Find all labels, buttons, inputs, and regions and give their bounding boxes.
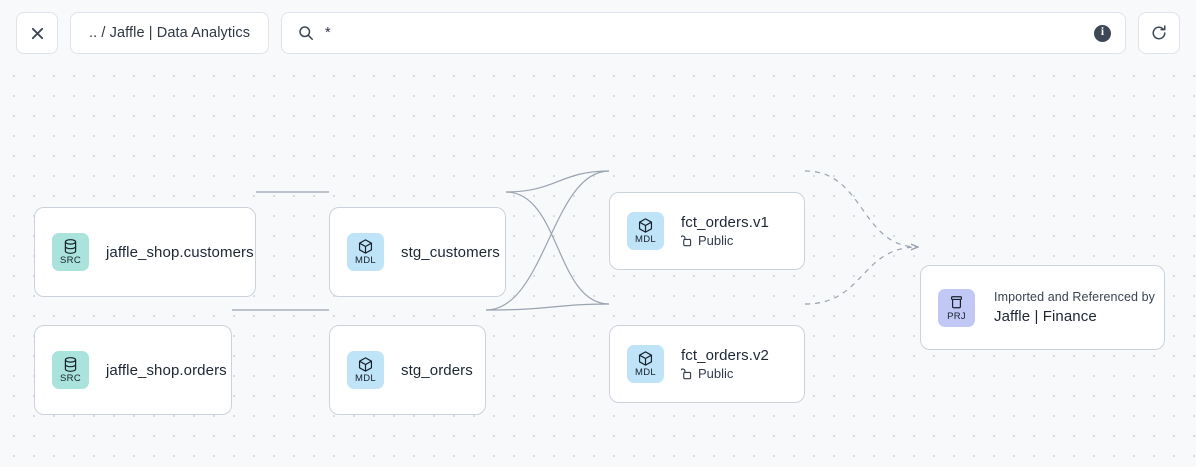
- node-title: fct_orders.v2: [681, 347, 770, 364]
- node-type-badge-mdl: MDL: [627, 212, 664, 250]
- node-title: stg_orders: [401, 361, 473, 379]
- node-type-label: SRC: [60, 373, 81, 385]
- node-body: jaffle_shop.customers: [106, 244, 254, 261]
- close-icon: [31, 27, 43, 39]
- node-body: stg_orders: [401, 362, 473, 379]
- node-visibility: Public: [681, 366, 769, 381]
- cube-icon: [358, 239, 373, 254]
- node-type-badge-mdl: MDL: [347, 233, 384, 271]
- node-title: fct_orders.v1: [681, 214, 770, 231]
- graph-node-fct-orders-v1[interactable]: MDL fct_orders.v1 Public: [609, 192, 805, 270]
- edge-stgcust-v2: [505, 191, 610, 305]
- breadcrumb: .. / Jaffle | Data Analytics: [89, 25, 251, 41]
- cube-icon: [358, 357, 373, 372]
- toolbar: .. / Jaffle | Data Analytics i: [0, 0, 1196, 66]
- node-body: fct_orders.v1 Public: [681, 214, 769, 248]
- graph-edges: [232, 170, 1196, 311]
- graph-node-jaffle-shop-orders[interactable]: SRC jaffle_shop.orders: [34, 325, 232, 415]
- edge-stgcust-v1: [505, 170, 610, 193]
- node-type-label: MDL: [355, 373, 376, 385]
- node-body: stg_customers: [401, 244, 500, 261]
- node-type-label: MDL: [355, 255, 376, 267]
- package-icon: [950, 295, 963, 309]
- cube-icon: [638, 351, 653, 366]
- close-button[interactable]: [16, 12, 58, 54]
- node-type-badge-mdl: MDL: [347, 351, 384, 389]
- node-body: fct_orders.v2 Public: [681, 347, 769, 381]
- node-type-badge-src: SRC: [52, 351, 89, 389]
- unlock-icon: [681, 235, 692, 247]
- graph-node-stg-orders[interactable]: MDL stg_orders: [329, 325, 486, 415]
- graph-canvas[interactable]: SRC jaffle_shop.customers SRC jaffle_sho…: [0, 60, 1196, 467]
- database-icon: [64, 357, 77, 373]
- node-title: jaffle_shop.orders: [106, 361, 227, 379]
- graph-node-stg-customers[interactable]: MDL stg_customers: [329, 207, 506, 297]
- node-title: jaffle_shop.customers: [106, 243, 254, 261]
- node-title: stg_customers: [401, 243, 500, 261]
- edge-v2-prj: [804, 247, 918, 305]
- graph-node-jaffle-shop-customers[interactable]: SRC jaffle_shop.customers: [34, 207, 256, 297]
- refresh-icon: [1152, 25, 1166, 40]
- node-body: jaffle_shop.orders: [106, 362, 227, 379]
- node-visibility-label: Public: [698, 233, 734, 248]
- node-type-label: MDL: [635, 234, 656, 246]
- unlock-icon: [681, 368, 692, 380]
- node-type-badge-mdl: MDL: [627, 345, 664, 383]
- node-title: Jaffle | Finance: [994, 308, 1097, 325]
- graph-node-jaffle-finance[interactable]: PRJ Imported and Referenced by Jaffle | …: [920, 265, 1165, 350]
- edge-stgord-v2: [485, 303, 610, 311]
- search-icon: [299, 26, 314, 40]
- cube-icon: [638, 218, 653, 233]
- search-input[interactable]: [325, 13, 1083, 53]
- breadcrumb-button[interactable]: .. / Jaffle | Data Analytics: [70, 12, 270, 54]
- edge-v1-prj: [804, 170, 918, 247]
- node-type-badge-src: SRC: [52, 233, 89, 271]
- info-icon[interactable]: i: [1094, 24, 1111, 42]
- node-type-badge-prj: PRJ: [938, 288, 975, 327]
- search-field[interactable]: i: [281, 12, 1126, 54]
- node-type-label: SRC: [60, 255, 81, 267]
- refresh-button[interactable]: [1138, 12, 1180, 54]
- info-icon-label: i: [1100, 26, 1105, 39]
- node-type-label: PRJ: [947, 310, 966, 322]
- node-visibility-label: Public: [698, 366, 734, 381]
- graph-node-fct-orders-v2[interactable]: MDL fct_orders.v2 Public: [609, 325, 805, 403]
- database-icon: [64, 239, 77, 255]
- node-type-label: MDL: [635, 367, 656, 379]
- edge-stgord-v1: [485, 170, 610, 311]
- node-visibility: Public: [681, 233, 769, 248]
- node-body: Imported and Referenced by Jaffle | Fina…: [994, 290, 1155, 325]
- node-kicker: Imported and Referenced by: [994, 290, 1156, 304]
